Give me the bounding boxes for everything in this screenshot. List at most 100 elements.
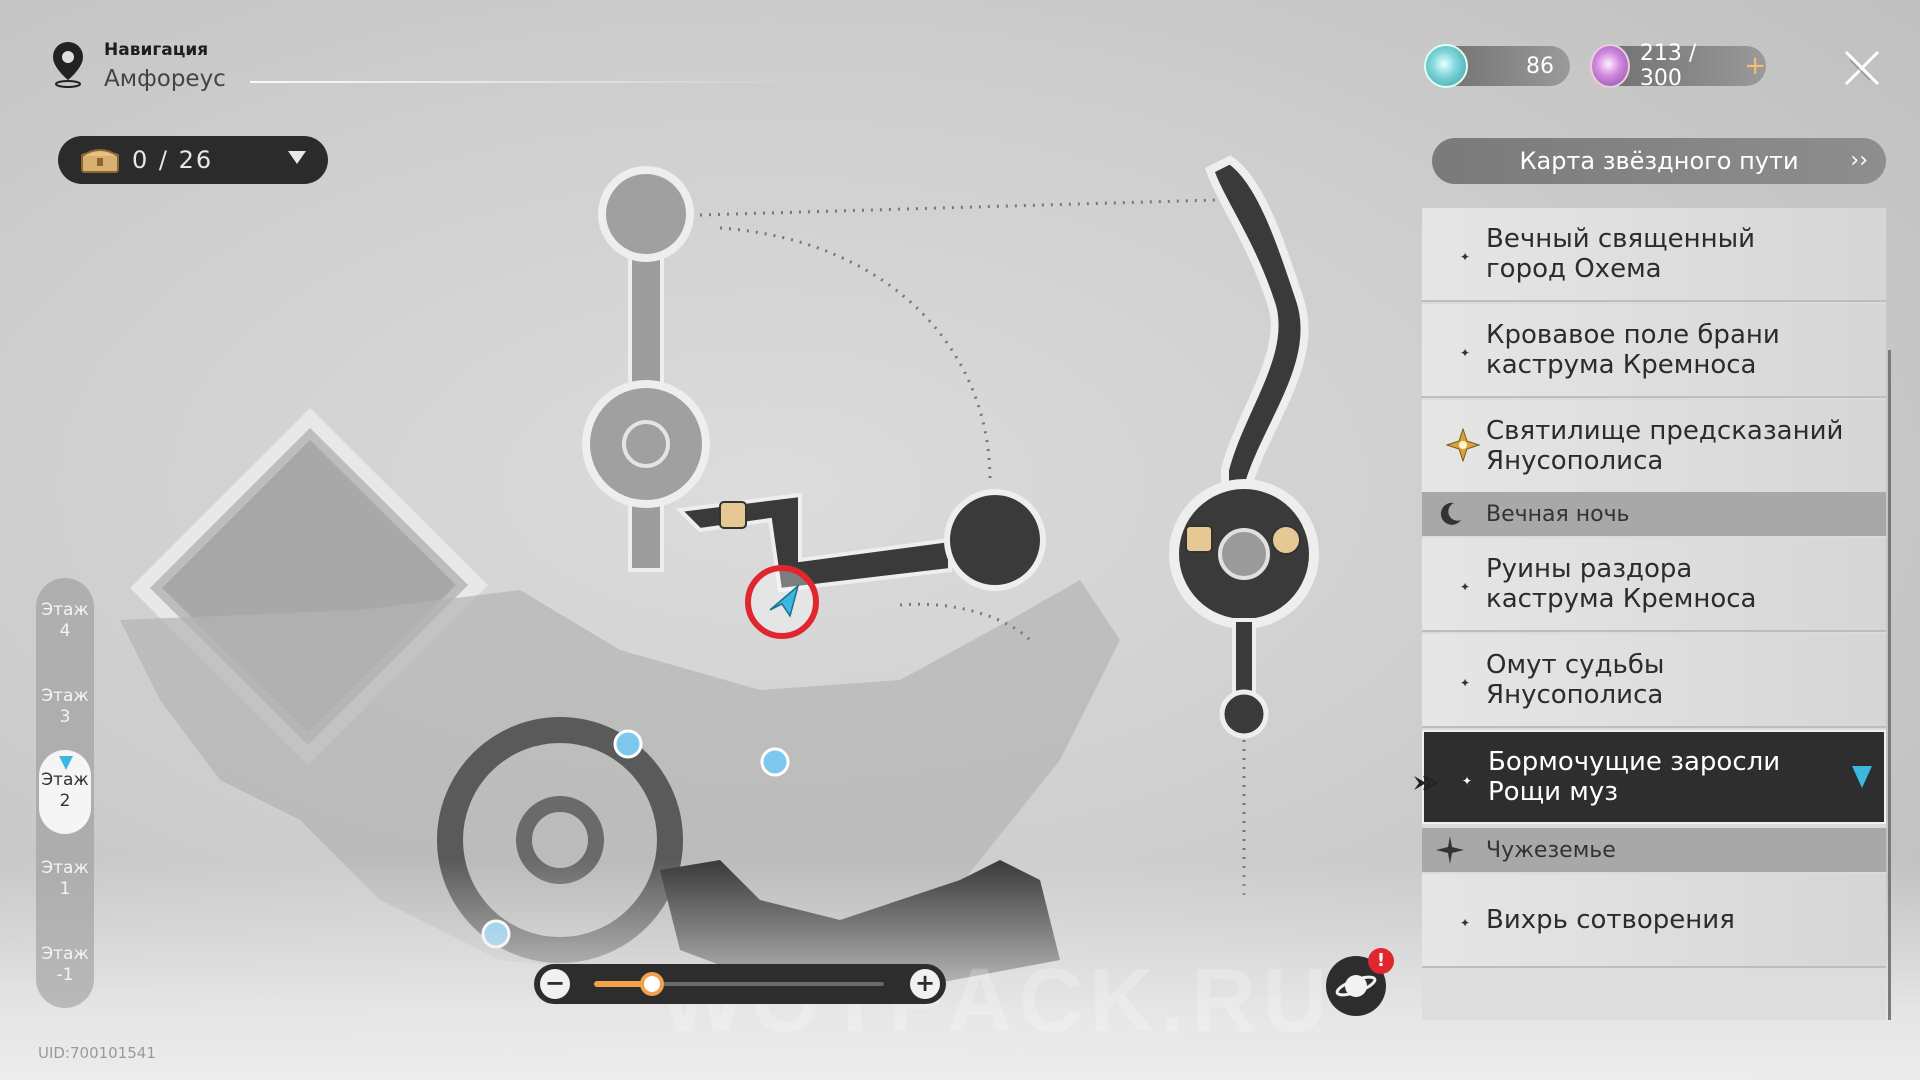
current-location-pointer-icon [1414,775,1438,791]
list-item-label: каструма Кремноса [1486,584,1757,614]
floor-label: Этаж [41,770,89,790]
list-item-kremnos-ruins[interactable]: ✦ Руины раздора каструма Кремноса [1422,538,1886,632]
zoom-slider-handle[interactable] [640,972,664,996]
star-burst-icon [1436,836,1464,864]
list-bullet-icon: ✦ [1460,580,1471,594]
list-item-okhema[interactable]: ✦ Вечный священный город Охема [1422,208,1886,302]
list-item-label: каструма Кремноса [1486,350,1757,380]
list-item-label: Вихрь сотворения [1486,905,1735,935]
puzzle-marker-icon[interactable] [719,501,747,529]
map-route-top [699,198,1216,217]
list-bullet-icon: ✦ [1460,346,1471,360]
space-anchor-icon[interactable] [613,729,643,759]
floor-label: Этаж [41,600,89,620]
floor-2-button[interactable]: Этаж 2 [39,750,91,834]
list-item-label: город Охема [1486,254,1662,284]
star-rail-map-label: Карта звёздного пути [1519,147,1799,175]
list-item-creation-vortex[interactable]: ✦ Вихрь сотворения [1422,874,1886,968]
list-item-label: Кровавое поле брани [1486,320,1780,350]
floor-label: Этаж [41,858,89,878]
floor-number: -1 [56,965,74,985]
list-item-janusopolis-sanctuary[interactable]: Святилище предсказаний Янусополиса [1422,400,1886,494]
zoom-control: − + [534,964,946,1004]
map-right-exit [1219,689,1269,739]
list-item-label: Вечный священный [1486,224,1756,254]
floor-number: 3 [59,707,71,727]
compass-star-icon [1446,428,1480,462]
resource-power[interactable]: 213 / 300 + [1590,41,1766,91]
list-item-label: Руины раздора [1486,554,1693,584]
resource-fuel[interactable]: 86 [1424,44,1570,88]
map-right-hub-core [1218,528,1270,580]
location-list[interactable]: ✦ Вечный священный город Охема ✦ Кроваво… [1422,208,1886,1020]
double-chevron-right-icon: ›› [1850,148,1868,173]
power-icon [1590,44,1630,88]
star-rail-map-button[interactable]: Карта звёздного пути ›› [1432,138,1886,184]
list-bullet-icon: ✦ [1462,774,1473,788]
floor-4-button[interactable]: Этаж 4 [36,600,94,642]
floor-label: Этаж [41,686,89,706]
map-tower-top [598,166,694,262]
nav-region: Амфореус [104,66,226,92]
puzzle-marker-icon[interactable] [1185,525,1213,553]
floor-number: 4 [59,621,71,641]
list-bullet-icon: ✦ [1460,250,1471,264]
section-label: Вечная ночь [1486,501,1630,527]
fuel-icon [1424,44,1468,88]
chevron-down-icon [288,151,306,164]
chest-icon [81,149,119,173]
planet-icon [1335,975,1377,997]
map-pin-icon [53,42,83,88]
user-id: UID:700101541 [38,1044,156,1062]
list-scrollbar[interactable] [1888,350,1891,1020]
list-item-label: Бормочущие заросли [1488,747,1781,777]
floor-selector: Этаж 4 Этаж 3 Этаж 2 Этаж 1 Этаж -1 [36,578,94,1008]
chest-count: 0 / 26 [132,146,214,174]
zoom-in-button[interactable]: + [910,969,940,999]
list-bullet-icon: ✦ [1460,916,1471,930]
close-icon[interactable] [1840,46,1884,90]
map-right-path [1205,155,1309,524]
hand-marker-icon[interactable] [1271,525,1301,555]
zoom-track[interactable] [594,982,884,986]
list-item-label: Янусополиса [1486,680,1664,710]
map-tower-middle [582,380,710,508]
add-power-button[interactable]: + [1744,51,1766,81]
notification-badge: ! [1368,948,1394,974]
list-item-kremnos-battlefield[interactable]: ✦ Кровавое поле брани каструма Кремноса [1422,304,1886,398]
list-item-muses-grove[interactable]: ✦ Бормочущие заросли Рощи муз [1422,730,1886,824]
moon-icon [1440,502,1461,525]
nav-title: Навигация [104,40,209,60]
navigation-header: Навигация Амфореус [50,40,226,92]
list-item-label: Янусополиса [1486,446,1664,476]
nav-divider [250,81,810,83]
resource-fuel-value: 86 [1526,53,1554,79]
list-bullet-icon: ✦ [1460,676,1471,690]
floor-number: 2 [59,791,71,811]
floor-label: Этаж [41,944,89,964]
zoom-out-button[interactable]: − [540,969,570,999]
list-item-label: Святилище предсказаний [1486,416,1844,446]
floor-number: 1 [59,879,71,899]
floor-3-button[interactable]: Этаж 3 [36,686,94,728]
map-route-curve [719,226,992,481]
map-room-round [944,489,1046,591]
player-arrow-icon [769,583,800,618]
section-eternal-night: Вечная ночь [1422,492,1886,536]
section-foreign-land: Чужеземье [1422,828,1886,872]
map-tower-ring [622,420,670,468]
floor-minus-1-button[interactable]: Этаж -1 [36,944,94,986]
player-location-icon [1852,766,1872,788]
list-item-label: Омут судьбы [1486,650,1665,680]
list-item-label: Рощи муз [1488,777,1619,807]
current-floor-icon [59,756,73,770]
map-route-mid [899,602,1032,642]
floor-1-button[interactable]: Этаж 1 [36,858,94,900]
zoom-fill [594,981,652,987]
chest-counter-dropdown[interactable]: 0 / 26 [58,136,328,184]
space-anchor-icon[interactable] [760,747,790,777]
list-item-janusopolis-abyss[interactable]: ✦ Омут судьбы Янусополиса [1422,634,1886,728]
section-label: Чужеземье [1486,837,1616,863]
resource-power-value: 213 / 300 [1639,41,1697,91]
